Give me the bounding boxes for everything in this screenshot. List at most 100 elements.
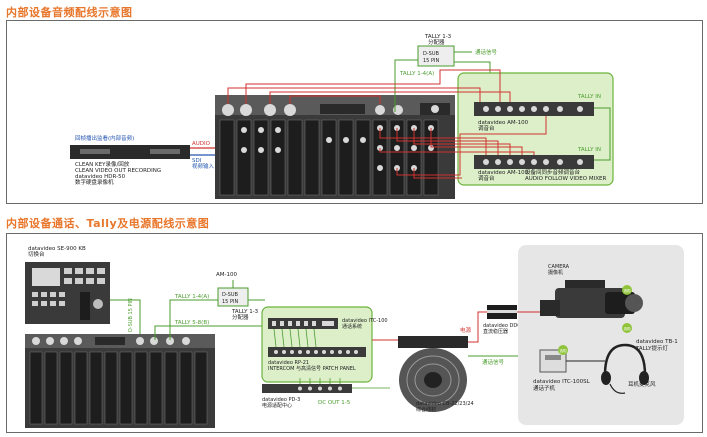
accessory-panel bbox=[518, 245, 684, 425]
t-bar bbox=[80, 292, 90, 320]
power-label: 电源 bbox=[460, 326, 472, 334]
headset-label: 耳机麦克风 bbox=[628, 380, 656, 388]
camera-line2: 摄像机 bbox=[548, 269, 563, 276]
tb1-line2: TALLY提示灯 bbox=[635, 344, 668, 352]
recorder-buttons bbox=[150, 149, 180, 154]
tally-1-4-line bbox=[394, 59, 418, 112]
intercom-signal-label: 通话信号 bbox=[482, 358, 505, 366]
tally-1-4-label: TALLY 1-4(A) bbox=[399, 71, 434, 77]
top-section-title: 内部设备音频配线示意图 bbox=[6, 6, 133, 19]
tally-box-port2: 15 PIN bbox=[423, 58, 439, 64]
tally-5-8-label: TALLY 5-8(B) bbox=[174, 320, 209, 326]
mixer-2-line4: AUDIO FOLLOW VIDEO MIXER bbox=[525, 176, 606, 182]
recorder-line4: 数字硬盘录像机 bbox=[75, 178, 114, 186]
bottom-tally-port2: 15 PIN bbox=[222, 299, 238, 305]
itc-patch-links bbox=[273, 328, 317, 348]
switcher-dsub-cable bbox=[110, 299, 141, 340]
bottom-tally-sub: 分配器 bbox=[232, 313, 249, 321]
itc-line2: 通话系统 bbox=[342, 323, 362, 330]
joystick-icon bbox=[93, 299, 103, 309]
cable-line1: datavideo CB-22/23/24 bbox=[416, 401, 474, 407]
itc100sl-line2: 通话子机 bbox=[533, 384, 556, 392]
camera-handle bbox=[565, 280, 605, 288]
rack-xlr-connectors bbox=[222, 103, 450, 116]
headset-left-cup bbox=[601, 371, 611, 385]
tally-in-top: TALLY IN bbox=[577, 94, 601, 100]
tally-box-sub: 分配器 bbox=[428, 38, 445, 46]
cable-reel-hub bbox=[424, 372, 442, 388]
switcher-buttons bbox=[32, 268, 105, 306]
cable-reel-ring-1 bbox=[406, 355, 460, 405]
pd-3-power-unit bbox=[262, 384, 352, 393]
pd-3-outlets bbox=[298, 386, 342, 391]
switcher-screen bbox=[32, 268, 60, 286]
mixer-2-line3: 设备间同步音频调音台 bbox=[525, 168, 581, 176]
bottom-section-title: 内部设备通话、Tally及电源配线示意图 bbox=[6, 217, 210, 230]
mixer-2-line2: 调音台 bbox=[478, 174, 495, 182]
audio-label: AUDIO bbox=[192, 141, 211, 147]
mixer-1-knobs bbox=[483, 106, 583, 112]
audio-wiring bbox=[227, 69, 547, 179]
patch-line1: datavideo RP-21 bbox=[268, 360, 309, 366]
tally-signal-label: 通话信号 bbox=[475, 48, 498, 56]
psu-line2: 电源适配中心 bbox=[262, 402, 292, 409]
itc-100-controls bbox=[272, 321, 334, 326]
tally-in-bottom: TALLY IN bbox=[577, 147, 601, 153]
camera-lens-front bbox=[625, 294, 643, 312]
bottom-rack-connectors bbox=[32, 337, 190, 345]
converter-stripe bbox=[487, 310, 517, 313]
mixer-1-line2: 调音台 bbox=[478, 124, 495, 132]
headset-mic-boom bbox=[609, 383, 626, 394]
tally-distributor-top bbox=[417, 45, 455, 67]
switcher-line2: 切换台 bbox=[28, 250, 45, 258]
am100-label: AM-100 bbox=[216, 272, 237, 278]
sdi-label: SDI bbox=[192, 158, 202, 164]
beltpack-badge-text: 选购 bbox=[560, 348, 568, 353]
bottom-tally-title: TALLY 1-3 bbox=[231, 309, 259, 315]
beltpack-option-badge bbox=[558, 345, 568, 355]
camera-option-badge bbox=[622, 285, 632, 295]
itc-line1: datavideo ITC-100 bbox=[342, 318, 388, 324]
camera-battery bbox=[540, 300, 560, 316]
mixer-2-line1: datavideo AM-100 bbox=[478, 170, 529, 176]
tb1-badge-text: 选购 bbox=[624, 326, 632, 331]
tally-1-4-bottom-line bbox=[169, 299, 218, 340]
rack-bnc-connectors bbox=[241, 125, 434, 171]
cable-reel-top bbox=[398, 336, 468, 348]
sdi-input-label: 视频输入 bbox=[192, 162, 215, 170]
camera-line1: CAMERA bbox=[548, 264, 570, 270]
tally-box-port1: D-SUB bbox=[423, 51, 439, 57]
psu-line1: datavideo PD-3 bbox=[262, 397, 300, 403]
recorder-line1: CLEAN KEY录像/回放 bbox=[75, 160, 130, 168]
power-to-converter-cable bbox=[468, 311, 487, 343]
beltpack-display bbox=[545, 355, 561, 360]
recorder-display bbox=[80, 149, 110, 154]
headset-icon bbox=[603, 343, 647, 376]
itc100sl-line1: datavideo ITC-100SL bbox=[533, 379, 591, 385]
recorder-header: 回帧播出监看(内部音频) bbox=[75, 134, 134, 142]
converter-line2: 直流稳压器 bbox=[483, 328, 508, 335]
camera-badge-text: 选购 bbox=[624, 288, 632, 293]
hdr-50-recorder bbox=[70, 145, 190, 159]
bottom-rack-slots bbox=[29, 351, 208, 425]
bottom-tally-port1: D-SUB bbox=[222, 292, 238, 298]
patch-line2: INTERCOM 与高清信号 PATCH PANEL bbox=[268, 365, 356, 372]
tally-1-4-bottom-label: TALLY 1-4(A) bbox=[174, 294, 209, 300]
recorder-line2: CLEAN VIDEO OUT RECORDING bbox=[75, 168, 161, 174]
switcher-line1: datavideo SE-900 KB bbox=[28, 246, 86, 252]
dc-out-label: DC OUT 1-5 bbox=[318, 400, 351, 406]
tb1-line1: datavideo TB-1 bbox=[636, 339, 678, 345]
tally-in-link bbox=[594, 107, 611, 161]
recorder-line3: datavideo HDR-50 bbox=[75, 174, 126, 180]
rack-card-slots bbox=[219, 119, 439, 196]
cable-line2: 综合线材 bbox=[416, 406, 436, 413]
mixer-2-knobs bbox=[483, 159, 583, 165]
dc-out-cables bbox=[299, 378, 390, 389]
mixer-1-line1: datavideo AM-100 bbox=[478, 120, 529, 126]
converter-line1: datavideo DDC-4012 bbox=[483, 323, 535, 329]
cable-reel-ring-2 bbox=[414, 363, 452, 397]
headset-right-cup bbox=[639, 371, 649, 385]
itc-100-unit bbox=[268, 318, 338, 329]
tally-box-title: TALLY 1-3 bbox=[424, 34, 452, 40]
